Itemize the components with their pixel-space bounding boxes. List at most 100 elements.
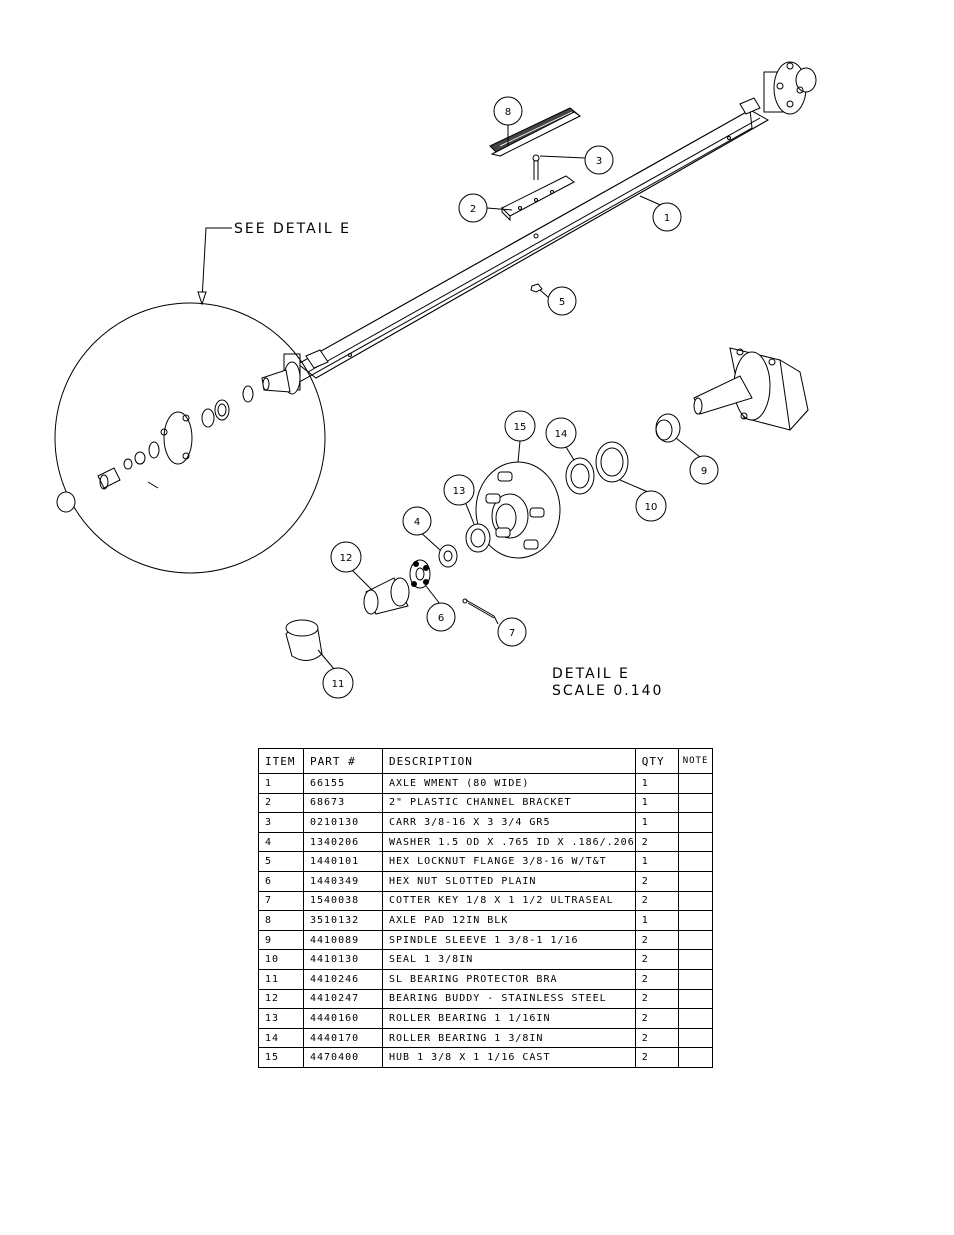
cell-note bbox=[677, 792, 713, 814]
callout-15: 15 bbox=[504, 410, 536, 442]
callout-8: 8 bbox=[493, 96, 523, 126]
cell-description: SPINDLE SLEEVE 1 3/8-1 1/16 bbox=[382, 929, 636, 951]
cell-qty: 1 bbox=[634, 910, 679, 931]
cell-description: 2" PLASTIC CHANNEL BRACKET bbox=[382, 792, 636, 814]
detail-scale: SCALE 0.140 bbox=[552, 683, 663, 699]
cell-note bbox=[677, 949, 713, 970]
cell-qty: 2 bbox=[634, 1008, 679, 1029]
callout-14: 14 bbox=[545, 417, 577, 449]
cell-description: AXLE WMENT (80 WIDE) bbox=[382, 773, 636, 794]
cell-description: HEX NUT SLOTTED PLAIN bbox=[382, 870, 636, 892]
cell-description: AXLE PAD 12IN BLK bbox=[382, 910, 636, 931]
cell-description: ROLLER BEARING 1 1/16IN bbox=[382, 1008, 636, 1029]
detail-circle bbox=[54, 302, 326, 574]
cell-item: 8 bbox=[258, 910, 304, 931]
axle-tube bbox=[293, 97, 770, 386]
cell-part: 1440349 bbox=[303, 870, 383, 892]
cell-qty: 1 bbox=[634, 812, 679, 833]
cell-note bbox=[677, 1047, 713, 1068]
callout-9: 9 bbox=[689, 455, 719, 485]
cell-description: BEARING BUDDY - STAINLESS STEEL bbox=[382, 988, 636, 1010]
svg-text:8: 8 bbox=[505, 107, 511, 118]
cell-description: WASHER 1.5 OD X .765 ID X .186/.206 bbox=[382, 831, 636, 853]
cell-part: 4410246 bbox=[303, 968, 383, 990]
cell-note bbox=[677, 910, 713, 931]
header-part: PART # bbox=[303, 748, 383, 774]
axle-right-hub bbox=[763, 61, 817, 115]
detail-spindle bbox=[693, 347, 809, 432]
cell-item: 3 bbox=[258, 812, 304, 833]
cell-part: 4410247 bbox=[303, 988, 383, 1010]
cell-qty: 2 bbox=[634, 831, 679, 853]
cell-description: ROLLER BEARING 1 3/8IN bbox=[382, 1027, 636, 1049]
svg-text:11: 11 bbox=[332, 679, 345, 690]
seal bbox=[595, 441, 629, 483]
callout-10: 10 bbox=[635, 490, 667, 522]
cell-qty: 2 bbox=[634, 890, 679, 912]
callout-leaders bbox=[317, 124, 701, 670]
cell-part: 1440101 bbox=[303, 851, 383, 872]
roller-bearing-large bbox=[565, 457, 595, 495]
cell-description: HEX LOCKNUT FLANGE 3/8-16 W/T&T bbox=[382, 851, 636, 872]
cell-part: 4440170 bbox=[303, 1027, 383, 1049]
cell-qty: 1 bbox=[634, 851, 679, 872]
cell-note bbox=[677, 812, 713, 833]
svg-text:12: 12 bbox=[340, 553, 353, 564]
cell-item: 6 bbox=[258, 870, 304, 892]
cell-note bbox=[677, 890, 713, 912]
svg-text:10: 10 bbox=[645, 502, 658, 513]
cell-item: 15 bbox=[258, 1047, 304, 1068]
cell-description: SEAL 1 3/8IN bbox=[382, 949, 636, 970]
svg-text:13: 13 bbox=[453, 486, 466, 497]
cell-description: CARR 3/8-16 X 3 3/4 GR5 bbox=[382, 812, 636, 833]
cell-note bbox=[677, 1008, 713, 1029]
cell-item: 4 bbox=[258, 831, 304, 853]
cell-part: 68673 bbox=[303, 792, 383, 814]
cell-item: 10 bbox=[258, 949, 304, 970]
cell-description: COTTER KEY 1/8 X 1 1/2 ULTRASEAL bbox=[382, 890, 636, 912]
spindle-sleeve bbox=[655, 413, 681, 443]
cell-qty: 2 bbox=[634, 1027, 679, 1049]
cell-part: 3510132 bbox=[303, 910, 383, 931]
svg-text:15: 15 bbox=[514, 422, 527, 433]
axle-pad bbox=[489, 107, 581, 157]
svg-text:5: 5 bbox=[559, 297, 565, 308]
cell-note bbox=[677, 929, 713, 951]
cell-qty: 1 bbox=[634, 792, 679, 814]
header-item: ITEM bbox=[258, 748, 304, 774]
washer bbox=[438, 544, 458, 568]
cell-part: 4440160 bbox=[303, 1008, 383, 1029]
svg-text:4: 4 bbox=[414, 517, 420, 528]
svg-text:14: 14 bbox=[555, 429, 568, 440]
cell-note bbox=[677, 851, 713, 872]
cell-part: 1340206 bbox=[303, 831, 383, 853]
cell-part: 4470400 bbox=[303, 1047, 383, 1068]
cell-qty: 2 bbox=[634, 1047, 679, 1068]
callout-3: 3 bbox=[584, 145, 614, 175]
svg-text:3: 3 bbox=[596, 156, 602, 167]
cell-qty: 2 bbox=[634, 988, 679, 1010]
detail-circle-parts bbox=[56, 385, 254, 513]
header-qty: QTY bbox=[634, 748, 679, 774]
cell-note bbox=[677, 831, 713, 853]
callout-6: 6 bbox=[426, 602, 456, 632]
see-detail-leader bbox=[197, 227, 232, 306]
cell-item: 9 bbox=[258, 929, 304, 951]
see-detail-label: SEE DETAIL E bbox=[234, 221, 351, 237]
cell-part: 1540038 bbox=[303, 890, 383, 912]
callout-5: 5 bbox=[547, 286, 577, 316]
cell-qty: 1 bbox=[634, 773, 679, 794]
bearing-protector bbox=[285, 619, 323, 661]
cell-item: 7 bbox=[258, 890, 304, 912]
